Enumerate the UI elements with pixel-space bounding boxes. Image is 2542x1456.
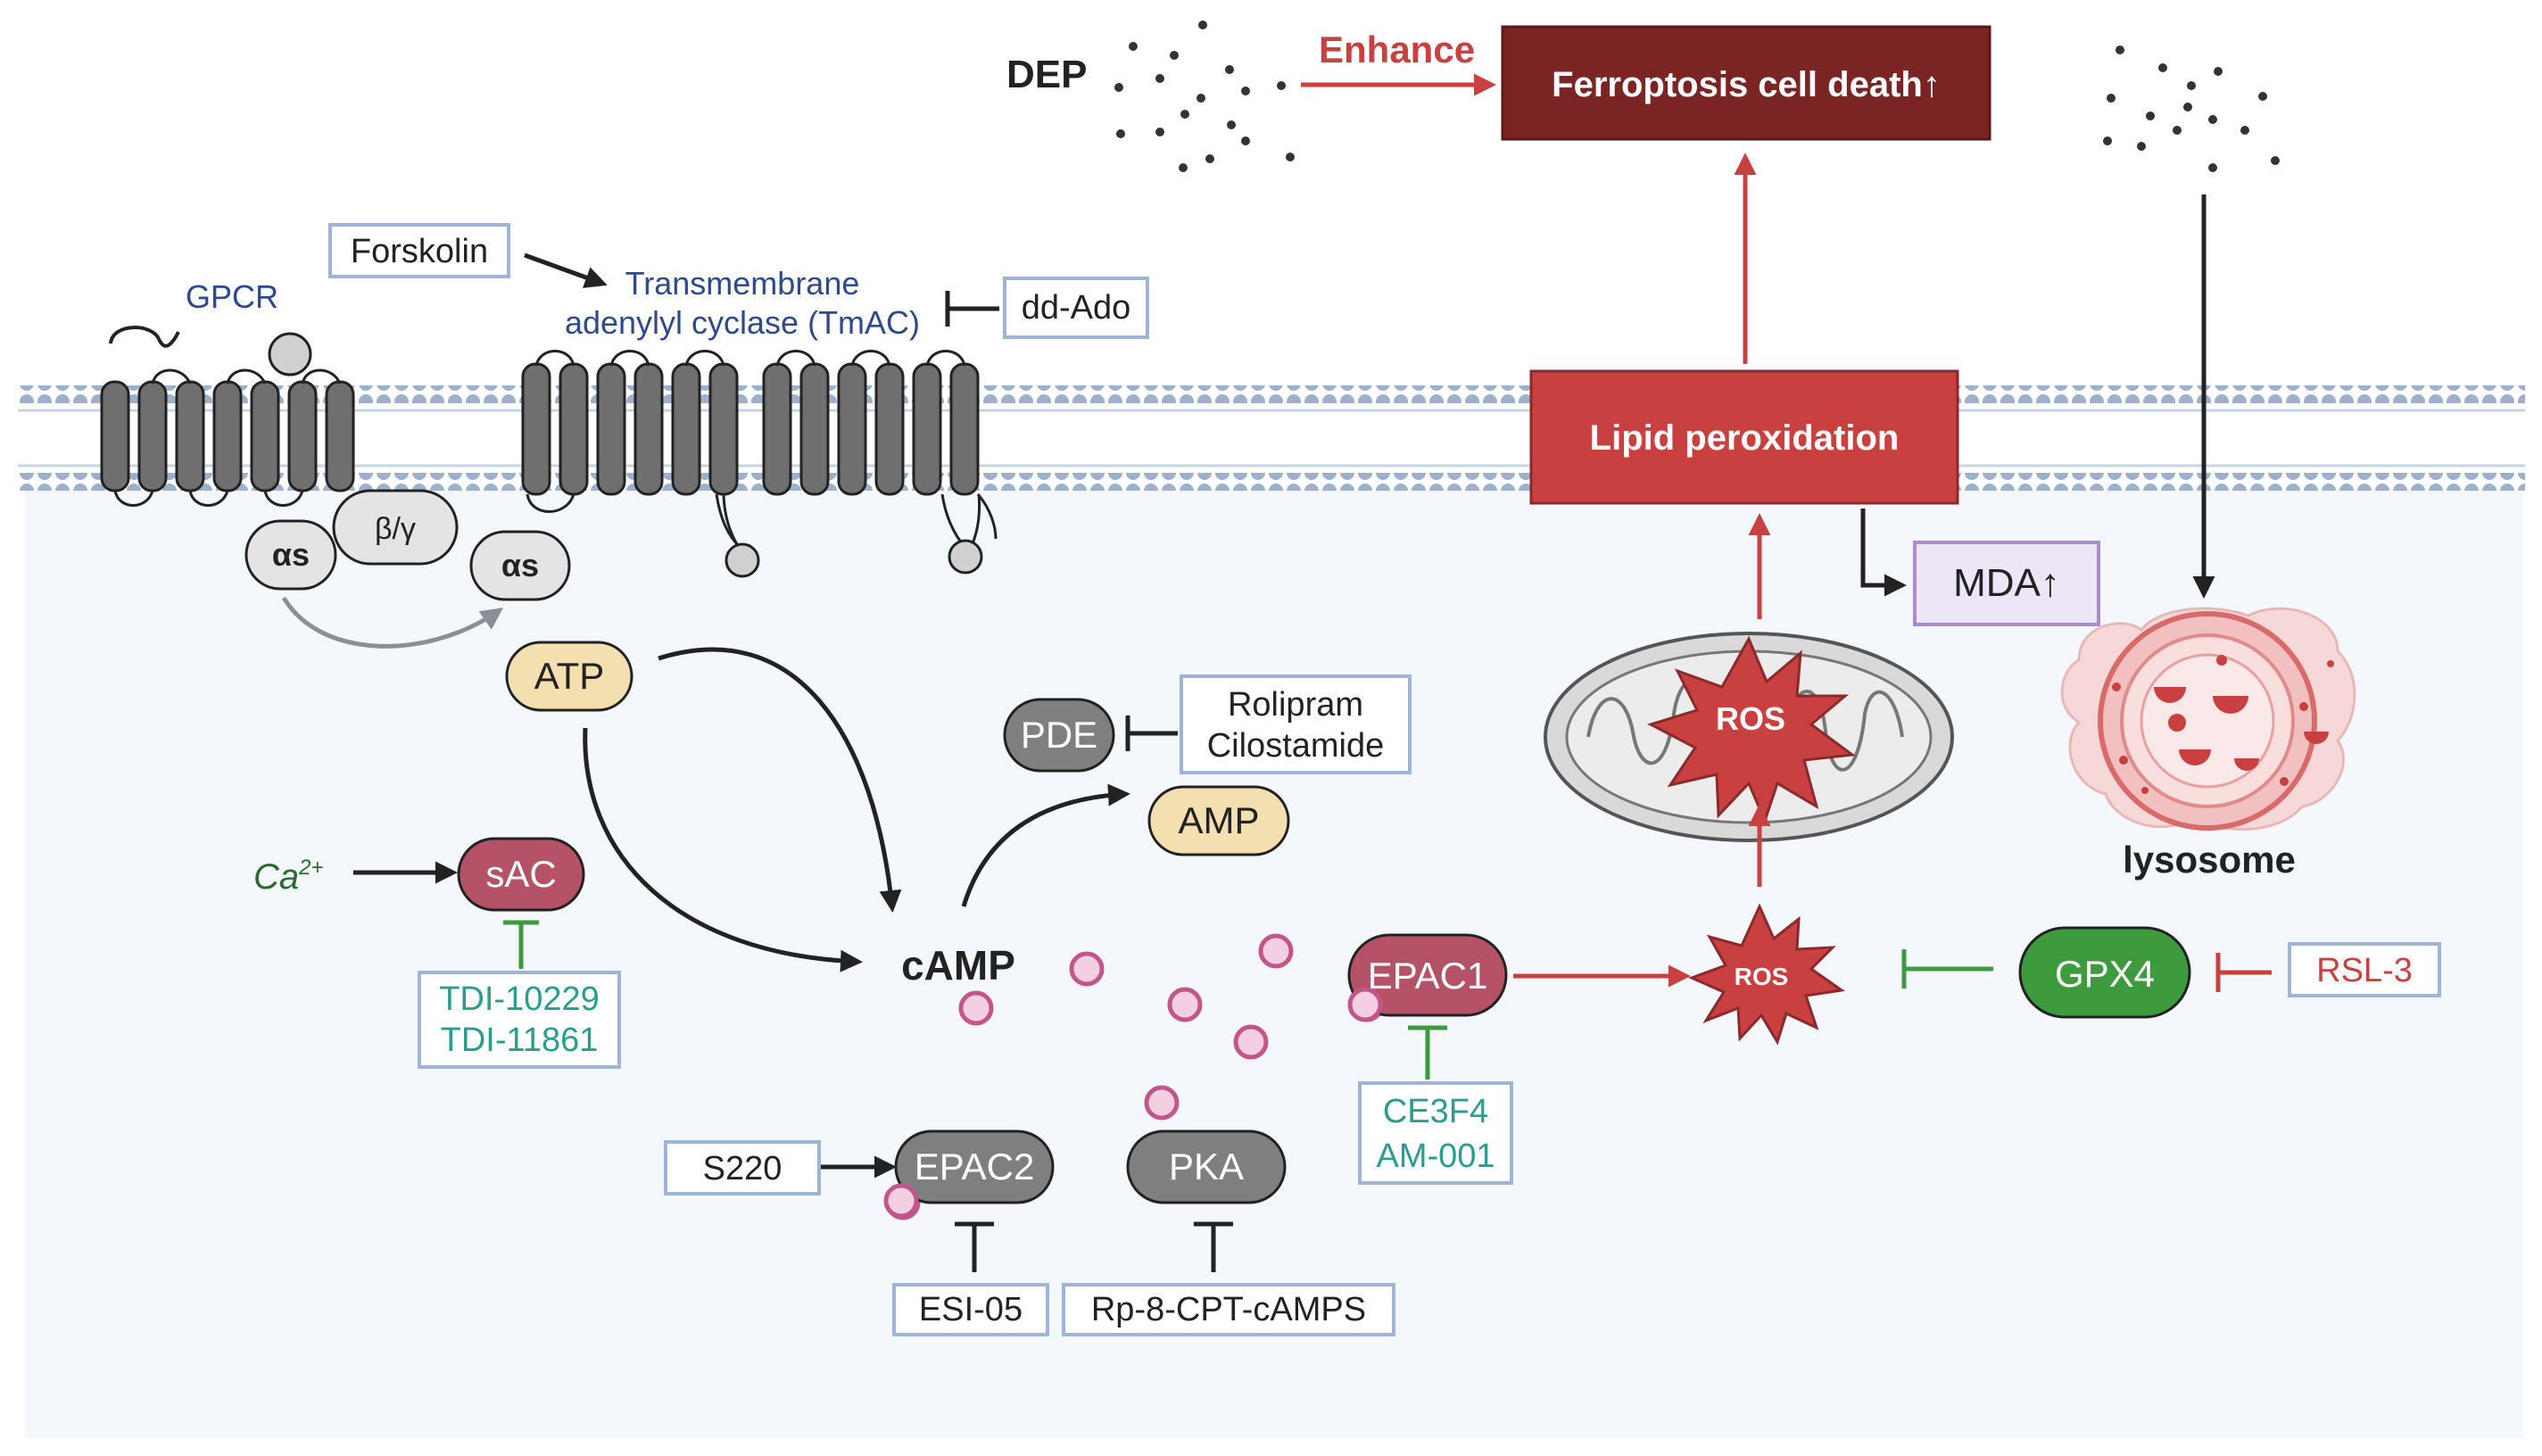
alpha-s-translocation-arrow bbox=[281, 596, 504, 649]
tmac-label-line1: Transmembrane bbox=[625, 265, 860, 302]
lipid-to-mda-arrow bbox=[1860, 509, 1907, 597]
gpx4-pill: GPX4 bbox=[2018, 926, 2191, 1019]
svg-text:ATP: ATP bbox=[534, 655, 605, 697]
rp8cpt-box bbox=[1062, 1283, 1395, 1336]
lysosome-label: lysosome bbox=[2123, 839, 2296, 881]
svg-text:sAC: sAC bbox=[485, 853, 556, 895]
cilostamide-label: Cilostamide bbox=[1207, 727, 1385, 765]
lipid-peroxidation-label: Lipid peroxidation bbox=[1590, 418, 1900, 458]
mda-box bbox=[1913, 541, 2100, 626]
dep-label: DEP bbox=[1006, 53, 1087, 96]
rsl3-label: RSL-3 bbox=[2316, 952, 2413, 989]
svg-text:αs: αs bbox=[501, 547, 539, 583]
pka-inhibition bbox=[1194, 1221, 1233, 1272]
alpha-s-subunit: αs bbox=[244, 519, 337, 591]
epac2-inhibition bbox=[955, 1221, 994, 1272]
tdi11861-label: TDI-11861 bbox=[441, 1022, 599, 1059]
rp8cpt-label: Rp-8-CPT-cAMPS bbox=[1091, 1291, 1366, 1328]
svg-text:PDE: PDE bbox=[1021, 714, 1097, 756]
pde-pill: PDE bbox=[1003, 698, 1115, 773]
epac1-inhibitor-box bbox=[1358, 1081, 1513, 1185]
tdi10229-label: TDI-10229 bbox=[439, 980, 600, 1018]
svg-text:β/γ: β/γ bbox=[375, 512, 416, 546]
gpcr-receptor bbox=[100, 326, 355, 507]
epac2-bound-camp bbox=[883, 1183, 919, 1219]
svg-text:EPAC1: EPAC1 bbox=[1368, 955, 1488, 997]
beta-gamma-subunit: β/γ bbox=[332, 489, 459, 566]
ce3f4-label: CE3F4 bbox=[1383, 1093, 1488, 1130]
epac1-bound-camp bbox=[1347, 987, 1383, 1022]
am001-label: AM-001 bbox=[1376, 1138, 1495, 1175]
ferroptosis-box bbox=[1501, 25, 1991, 141]
amp-pill: AMP bbox=[1147, 785, 1290, 856]
atp-to-camp-arrow-right bbox=[658, 647, 902, 913]
pka-pill: PKA bbox=[1126, 1129, 1287, 1204]
s220-label: S220 bbox=[703, 1150, 782, 1187]
rsl3-inhibition bbox=[2215, 953, 2272, 992]
esi05-box bbox=[892, 1283, 1049, 1336]
epac1-inhibition bbox=[1408, 1025, 1447, 1080]
dep-particles-right bbox=[2103, 46, 2280, 172]
gpcr-label: GPCR bbox=[186, 278, 278, 315]
forskolin-label: Forskolin bbox=[351, 233, 488, 270]
rsl3-box bbox=[2288, 942, 2441, 997]
esi05-label: ESI-05 bbox=[919, 1291, 1023, 1328]
calcium-label: Ca2+ bbox=[253, 856, 324, 897]
dep-particles-left bbox=[1114, 21, 1295, 172]
cell-membrane bbox=[18, 385, 2525, 491]
atp-pill: ATP bbox=[505, 641, 633, 712]
svg-text:αs: αs bbox=[272, 536, 310, 573]
alpha-s-subunit-active: αs bbox=[469, 530, 571, 601]
pde-inhibition bbox=[1125, 716, 1178, 751]
pde-inhibitor-box bbox=[1180, 674, 1412, 774]
tmac-label-line2: adenylyl cyclase (TmAC) bbox=[565, 304, 920, 341]
rolipram-label: Rolipram bbox=[1228, 686, 1363, 724]
gpx4-inhibition-of-ros bbox=[1901, 949, 1993, 989]
lysosome-organelle bbox=[2060, 607, 2356, 831]
svg-text:ROS: ROS bbox=[1716, 700, 1785, 737]
svg-text:PKA: PKA bbox=[1169, 1146, 1244, 1187]
svg-text:EPAC2: EPAC2 bbox=[915, 1146, 1035, 1187]
camp-label: cAMP bbox=[901, 942, 1015, 989]
svg-text:ROS: ROS bbox=[1735, 963, 1789, 990]
camp-to-amp-arrow bbox=[961, 783, 1130, 907]
lipid-peroxidation-box bbox=[1529, 369, 1959, 505]
forskolin-activation-arrow bbox=[524, 252, 608, 288]
sac-inhibitor-box bbox=[418, 971, 621, 1069]
forskolin-box bbox=[328, 223, 510, 278]
enhance-label: Enhance bbox=[1319, 29, 1475, 70]
ddado-box bbox=[1003, 277, 1149, 339]
ferroptosis-label: Ferroptosis cell death↑ bbox=[1552, 65, 1941, 104]
ddado-inhibition bbox=[945, 291, 999, 327]
ros-cytoplasmic-burst: ROS bbox=[1688, 903, 1845, 1046]
sac-pill: sAC bbox=[457, 837, 585, 912]
mda-label: MDA↑ bbox=[1953, 561, 2060, 605]
s220-box bbox=[664, 1140, 821, 1195]
epac2-pill: EPAC2 bbox=[894, 1129, 1055, 1204]
epac1-pill: EPAC1 bbox=[1347, 933, 1508, 1017]
tmac-enzyme bbox=[521, 350, 998, 578]
svg-text:GPX4: GPX4 bbox=[2055, 953, 2155, 995]
sac-inhibition bbox=[503, 920, 539, 969]
atp-to-camp-arrow-left bbox=[583, 727, 863, 972]
svg-text:AMP: AMP bbox=[1178, 799, 1259, 841]
ddado-label: dd-Ado bbox=[1022, 289, 1131, 327]
